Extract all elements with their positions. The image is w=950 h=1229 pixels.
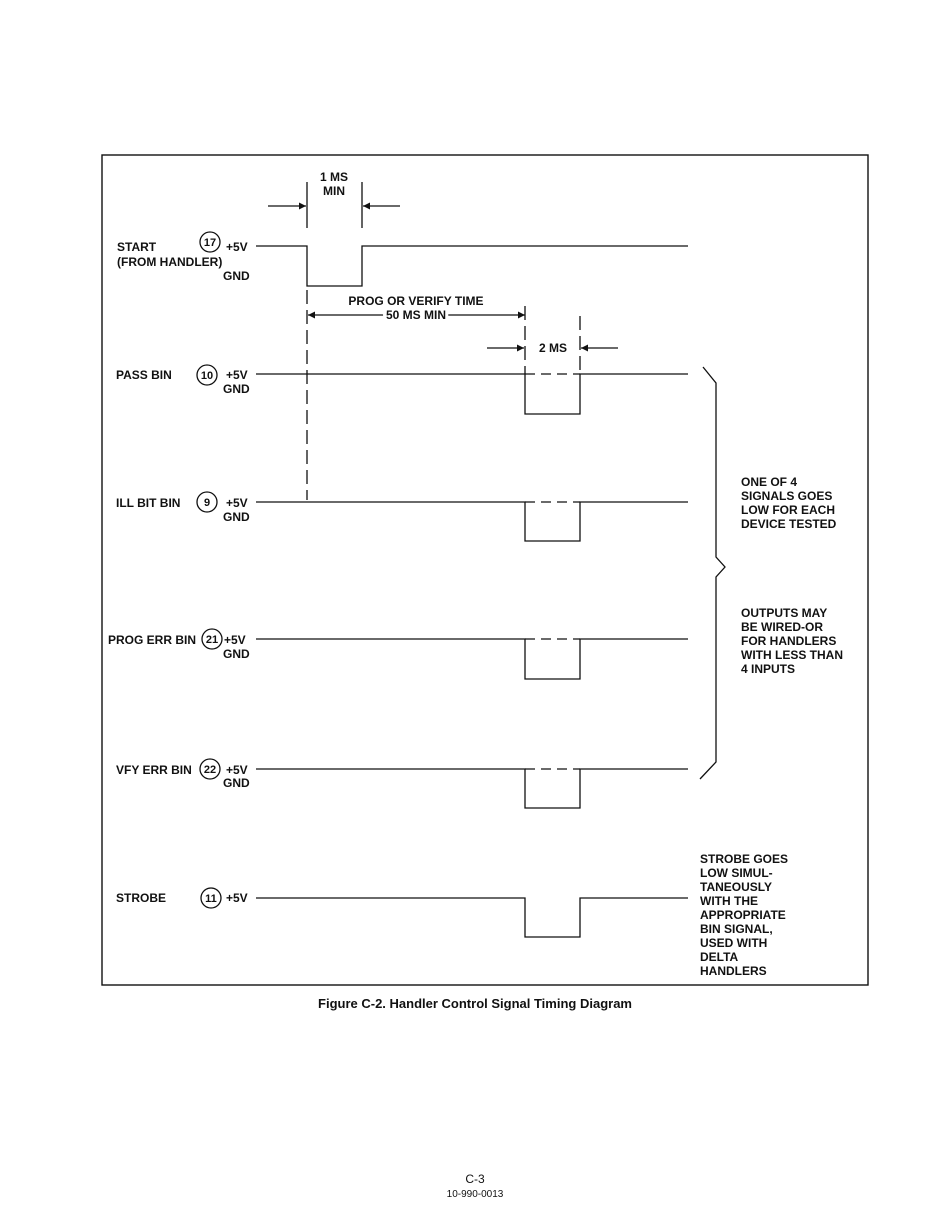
- strobe-note: STROBE GOES LOW SIMUL- TANEOUSLY WITH TH…: [700, 852, 788, 978]
- pass-bin-low-level: GND: [223, 382, 250, 396]
- start-low-level: GND: [223, 269, 250, 283]
- document-id: 10-990-0013: [446, 1189, 504, 1200]
- strobe-waveform: [256, 897, 688, 938]
- prog-time-label-1: PROG OR VERIFY TIME: [348, 294, 483, 308]
- note-line: WITH THE: [700, 894, 758, 908]
- ill-bit-bin-waveform: [256, 501, 688, 542]
- note-line: HANDLERS: [700, 964, 767, 978]
- vfy-err-bin-low-level: GND: [223, 776, 250, 790]
- prog-err-bin-low-level: GND: [223, 647, 250, 661]
- bin-signals-brace: [699, 366, 726, 780]
- strobe-signal-name: STROBE: [116, 891, 166, 905]
- note-line: BE WIRED-OR: [741, 620, 823, 634]
- prog-err-bin-high-level: +5V: [224, 633, 246, 647]
- note-line: OUTPUTS MAY: [741, 606, 827, 620]
- ill-bit-bin-pin-circle: [196, 491, 218, 513]
- vfy-err-bin-signal-name: VFY ERR BIN: [116, 763, 192, 777]
- prog-time-label-2: 50 MS MIN: [386, 308, 446, 322]
- strobe-pin-circle: [200, 887, 222, 909]
- vfy-err-bin-waveform: [256, 768, 688, 809]
- note-line: TANEOUSLY: [700, 880, 772, 894]
- ill-bit-bin-low-level: GND: [223, 510, 250, 524]
- figure-caption: Figure C-2. Handler Control Signal Timin…: [318, 996, 632, 1011]
- start-pulse-label-1: 1 MS: [320, 170, 348, 184]
- bin-pulse-label: 2 MS: [539, 341, 567, 355]
- start-signal-name: START: [117, 240, 157, 254]
- vfy-err-bin-pin-circle: [199, 758, 221, 780]
- note-line: USED WITH: [700, 936, 767, 950]
- vfy-err-bin-high-level: +5V: [226, 763, 248, 777]
- prog-err-bin-pin-circle: [201, 628, 223, 650]
- pass-bin-waveform: [256, 373, 688, 415]
- note-line: BIN SIGNAL,: [700, 922, 773, 936]
- start-signal-sub: (FROM HANDLER): [117, 255, 222, 269]
- ill-bit-bin-high-level: +5V: [226, 496, 248, 510]
- vfy-err-bin-pin-number: 22: [204, 764, 216, 776]
- note-line: LOW FOR EACH: [741, 503, 835, 517]
- note-line: DEVICE TESTED: [741, 517, 837, 531]
- prog-err-bin-waveform: [256, 638, 688, 680]
- note-line: APPROPRIATE: [700, 908, 786, 922]
- pass-bin-pin-number: 10: [201, 370, 213, 382]
- ill-bit-bin-pin-number: 9: [204, 497, 210, 509]
- pass-bin-high-level: +5V: [226, 368, 248, 382]
- note-line: STROBE GOES: [700, 852, 788, 866]
- strobe-high-level: +5V: [226, 891, 248, 905]
- ill-bit-bin-signal-name: ILL BIT BIN: [116, 496, 180, 510]
- page-number: C-3: [465, 1172, 485, 1186]
- start-pin-circle: [199, 231, 221, 253]
- outputs-may-note: OUTPUTS MAY BE WIRED-OR FOR HANDLERS WIT…: [741, 606, 843, 676]
- note-line: 4 INPUTS: [741, 662, 795, 676]
- prog-err-bin-signal-name: PROG ERR BIN: [108, 633, 196, 647]
- start-high-level: +5V: [226, 240, 248, 254]
- start-pulse-label-2: MIN: [323, 184, 345, 198]
- note-line: FOR HANDLERS: [741, 634, 836, 648]
- start-waveform: [256, 245, 688, 287]
- note-line: SIGNALS GOES: [741, 489, 832, 503]
- note-line: LOW SIMUL-: [700, 866, 773, 880]
- one-of-four-note: ONE OF 4 SIGNALS GOES LOW FOR EACH DEVIC…: [741, 475, 837, 531]
- note-line: DELTA: [700, 950, 739, 964]
- pass-bin-signal-name: PASS BIN: [116, 368, 172, 382]
- note-line: ONE OF 4: [741, 475, 797, 489]
- start-pin-number: 17: [204, 237, 216, 249]
- diagram-frame: [101, 154, 869, 986]
- prog-err-bin-pin-number: 21: [206, 634, 218, 646]
- pass-bin-pin-circle: [196, 364, 218, 386]
- strobe-pin-number: 11: [205, 893, 217, 905]
- note-line: WITH LESS THAN: [741, 648, 843, 662]
